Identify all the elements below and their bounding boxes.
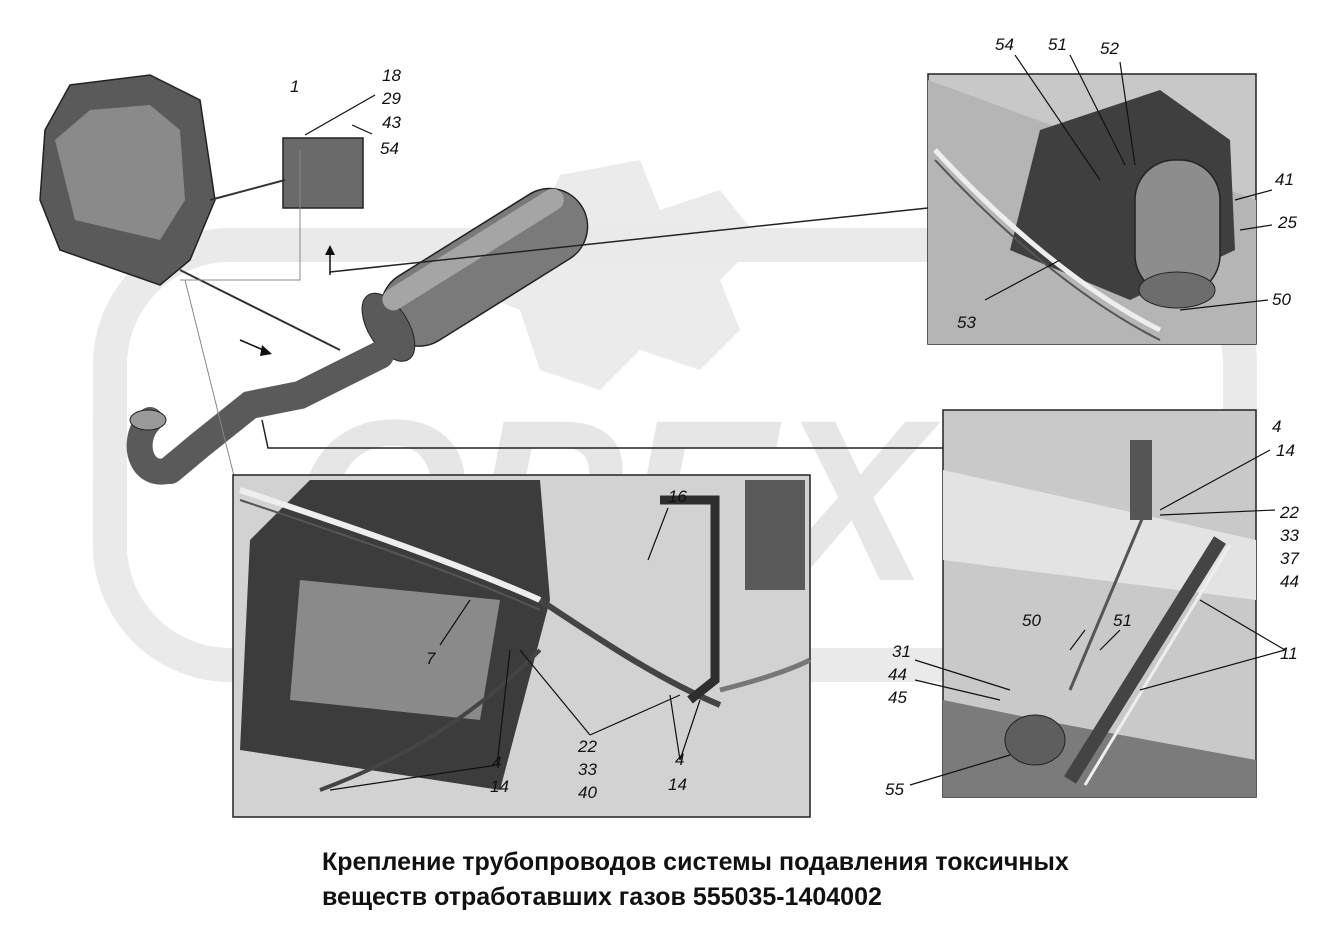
callout: 53	[957, 313, 976, 332]
callout: 14	[490, 777, 509, 796]
callout: 14	[668, 775, 687, 794]
pipe-outlet	[129, 409, 167, 431]
callout: 37	[1280, 549, 1299, 568]
callout: 31	[892, 642, 911, 661]
callout: 43	[382, 113, 401, 132]
callout: 25	[1277, 213, 1297, 232]
callout: 51	[1048, 35, 1067, 54]
tank-highlight	[55, 105, 185, 240]
callout: 11	[1280, 644, 1298, 663]
callout: 33	[578, 760, 597, 779]
callout: 54	[380, 139, 399, 158]
callout: 4	[492, 753, 501, 772]
callout: 50	[1022, 611, 1041, 630]
callout: 29	[381, 89, 401, 108]
callout: 44	[888, 665, 907, 684]
callout: 51	[1113, 611, 1132, 630]
callout: 18	[382, 66, 401, 85]
callout: 54	[995, 35, 1014, 54]
callout: 4	[1272, 417, 1281, 436]
diagram-title-line-1: Крепление трубопроводов системы подавлен…	[322, 848, 1069, 876]
callout: 1	[290, 77, 299, 96]
callout: 7	[426, 649, 436, 668]
callouts-main: 1 18 29 43 54	[290, 66, 401, 158]
callout: 41	[1275, 170, 1294, 189]
callout: 55	[885, 780, 904, 799]
main-assembly	[39, 74, 945, 485]
inset-bottom-left	[232, 474, 812, 818]
right-arrow	[260, 345, 272, 356]
diagram-title-line-2: веществ отработавших газов 555035-140400…	[322, 883, 882, 911]
exhaust-pipe	[156, 341, 394, 484]
callout: 50	[1272, 290, 1291, 309]
muffler	[361, 187, 589, 362]
callouts-bottom-left: 16 7 22 33 40 4 14 4 14	[426, 487, 687, 802]
callout: 40	[578, 783, 597, 802]
callouts-bottom-right: 4 14 22 33 37 44 50 51 11 31 44 45 55	[885, 417, 1299, 799]
callout: 33	[1280, 526, 1299, 545]
callout: 16	[668, 487, 687, 506]
callout: 22	[1279, 503, 1299, 522]
inset-top-right	[927, 73, 1257, 345]
pump-module	[282, 137, 364, 209]
leader-lines	[304, 54, 1286, 791]
up-arrow	[325, 245, 335, 255]
callout: 4	[675, 750, 684, 769]
callout: 14	[1276, 441, 1295, 460]
callout: 52	[1100, 39, 1119, 58]
callout: 22	[577, 737, 597, 756]
callouts-top-right: 54 51 52 41 25 50 53	[957, 35, 1297, 332]
callout: 44	[1280, 572, 1299, 591]
inset-bottom-right	[942, 409, 1257, 798]
callout: 45	[888, 688, 907, 707]
